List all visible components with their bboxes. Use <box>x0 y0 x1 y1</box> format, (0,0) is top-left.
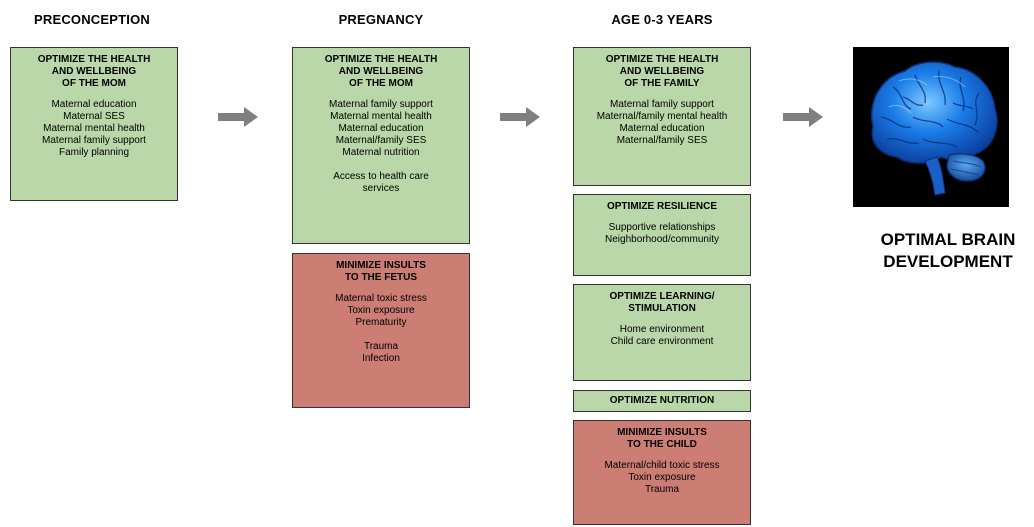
column-title-age-0-3: AGE 0-3 YEARS <box>611 12 713 27</box>
list-item: Trauma <box>644 484 680 495</box>
outcome-caption: OPTIMAL BRAIN DEVELOPMENT <box>880 230 1016 271</box>
list-item: Maternal family support <box>329 99 433 110</box>
age-insults-box: MINIMIZE INSULTS TO THE CHILD Maternal/c… <box>573 420 751 525</box>
preconception-health-box: OPTIMIZE THE HEALTH AND WELLBEING OF THE… <box>10 47 178 201</box>
box-items: Maternal/child toxic stress Toxin exposu… <box>574 460 750 496</box>
box-heading: OPTIMIZE RESILIENCE <box>606 201 717 212</box>
box-heading: OPTIMIZE THE HEALTH AND WELLBEING OF THE… <box>324 54 438 89</box>
list-item: Maternal education <box>338 123 424 134</box>
box-heading: MINIMIZE INSULTS TO THE CHILD <box>617 427 707 450</box>
box-heading: OPTIMIZE NUTRITION <box>609 395 715 406</box>
box-heading: OPTIMIZE THE HEALTH AND WELLBEING OF THE… <box>37 54 151 89</box>
arrow-right-icon <box>218 107 258 127</box>
list-item: Maternal/child toxic stress <box>604 460 720 471</box>
age-resilience-box: OPTIMIZE RESILIENCE Supportive relations… <box>573 194 751 276</box>
list-item: Maternal nutrition <box>342 147 420 158</box>
column-title-preconception: PRECONCEPTION <box>33 12 150 27</box>
arrow-right-icon <box>783 107 823 127</box>
list-item: Maternal mental health <box>43 123 145 134</box>
age-nutrition-box: OPTIMIZE NUTRITION <box>573 390 751 412</box>
list-item: Maternal family support <box>610 99 714 110</box>
list-item: Access to health care <box>333 171 429 182</box>
list-item: Maternal/family mental health <box>596 111 728 122</box>
age-family-health-box: OPTIMIZE THE HEALTH AND WELLBEING OF THE… <box>573 47 751 186</box>
box-heading: OPTIMIZE THE HEALTH AND WELLBEING OF THE… <box>605 54 719 89</box>
arrow-right-icon <box>500 107 540 127</box>
list-item: Maternal toxic stress <box>335 293 427 304</box>
box-items: Maternal education Maternal SES Maternal… <box>11 99 177 159</box>
list-item: Neighborhood/community <box>605 234 719 245</box>
age-learning-box: OPTIMIZE LEARNING/ STIMULATION Home envi… <box>573 284 751 381</box>
list-item: Child care environment <box>610 336 714 347</box>
list-item: Home environment <box>619 324 705 335</box>
list-item: Maternal family support <box>42 135 146 146</box>
list-item: Maternal SES <box>63 111 125 122</box>
list-item: Maternal/family SES <box>616 135 708 146</box>
list-item: Family planning <box>58 147 130 158</box>
list-item: Maternal mental health <box>330 111 432 122</box>
list-item: Infection <box>362 353 400 364</box>
box-heading: MINIMIZE INSULTS TO THE FETUS <box>336 260 426 283</box>
box-items: Home environment Child care environment <box>574 324 750 348</box>
box-items: Maternal family support Maternal mental … <box>293 99 469 195</box>
list-item: Maternal education <box>619 123 705 134</box>
brain-image <box>853 47 1009 207</box>
list-item: Trauma <box>363 341 399 352</box>
list-item: Toxin exposure <box>628 472 696 483</box>
list-item: Maternal/family SES <box>335 135 427 146</box>
brain-icon <box>870 61 998 196</box>
list-item: Prematurity <box>355 317 407 328</box>
pregnancy-insults-box: MINIMIZE INSULTS TO THE FETUS Maternal t… <box>292 253 470 408</box>
box-items: Maternal toxic stress Toxin exposure Pre… <box>293 293 469 365</box>
column-title-pregnancy: PREGNANCY <box>338 12 424 27</box>
list-item: Maternal education <box>51 99 137 110</box>
box-items: Supportive relationships Neighborhood/co… <box>574 222 750 246</box>
box-items: Maternal family support Maternal/family … <box>574 99 750 147</box>
pregnancy-health-box: OPTIMIZE THE HEALTH AND WELLBEING OF THE… <box>292 47 470 244</box>
list-item: services <box>362 183 400 194</box>
list-item: Supportive relationships <box>608 222 716 233</box>
box-heading: OPTIMIZE LEARNING/ STIMULATION <box>609 291 715 314</box>
list-item: Toxin exposure <box>347 305 415 316</box>
